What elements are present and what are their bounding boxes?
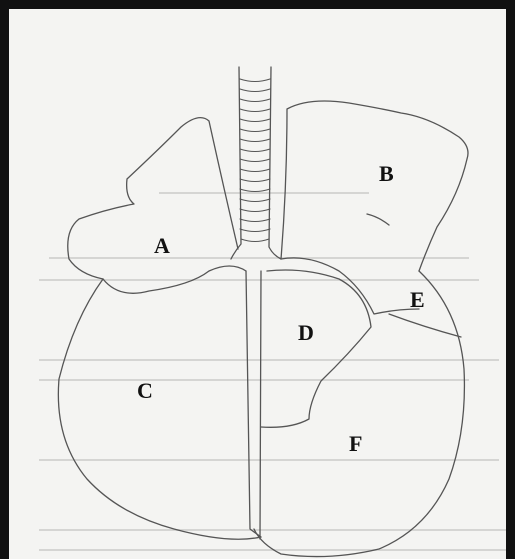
label-c: C [137,380,153,402]
trachea-outline [269,67,281,259]
left-lung-outline [58,279,261,539]
right-lung-medial [260,271,261,539]
lobe-d-outline [261,270,371,427]
lobe-a-fissure [103,266,246,293]
label-e: E [410,289,425,311]
lung-sketch [9,9,515,559]
label-a: A [154,235,170,257]
right-lung-fissure [389,314,461,337]
label-b: B [379,163,394,185]
trachea-rings [240,79,270,242]
left-lung-outline [68,118,238,279]
lobe-b-notch [367,214,389,225]
left-lung-medial [246,271,261,537]
label-d: D [298,322,314,344]
trachea-outline [231,67,241,259]
label-f: F [349,433,362,455]
right-lung-outline [281,101,468,271]
right-lung-outline [254,271,464,557]
